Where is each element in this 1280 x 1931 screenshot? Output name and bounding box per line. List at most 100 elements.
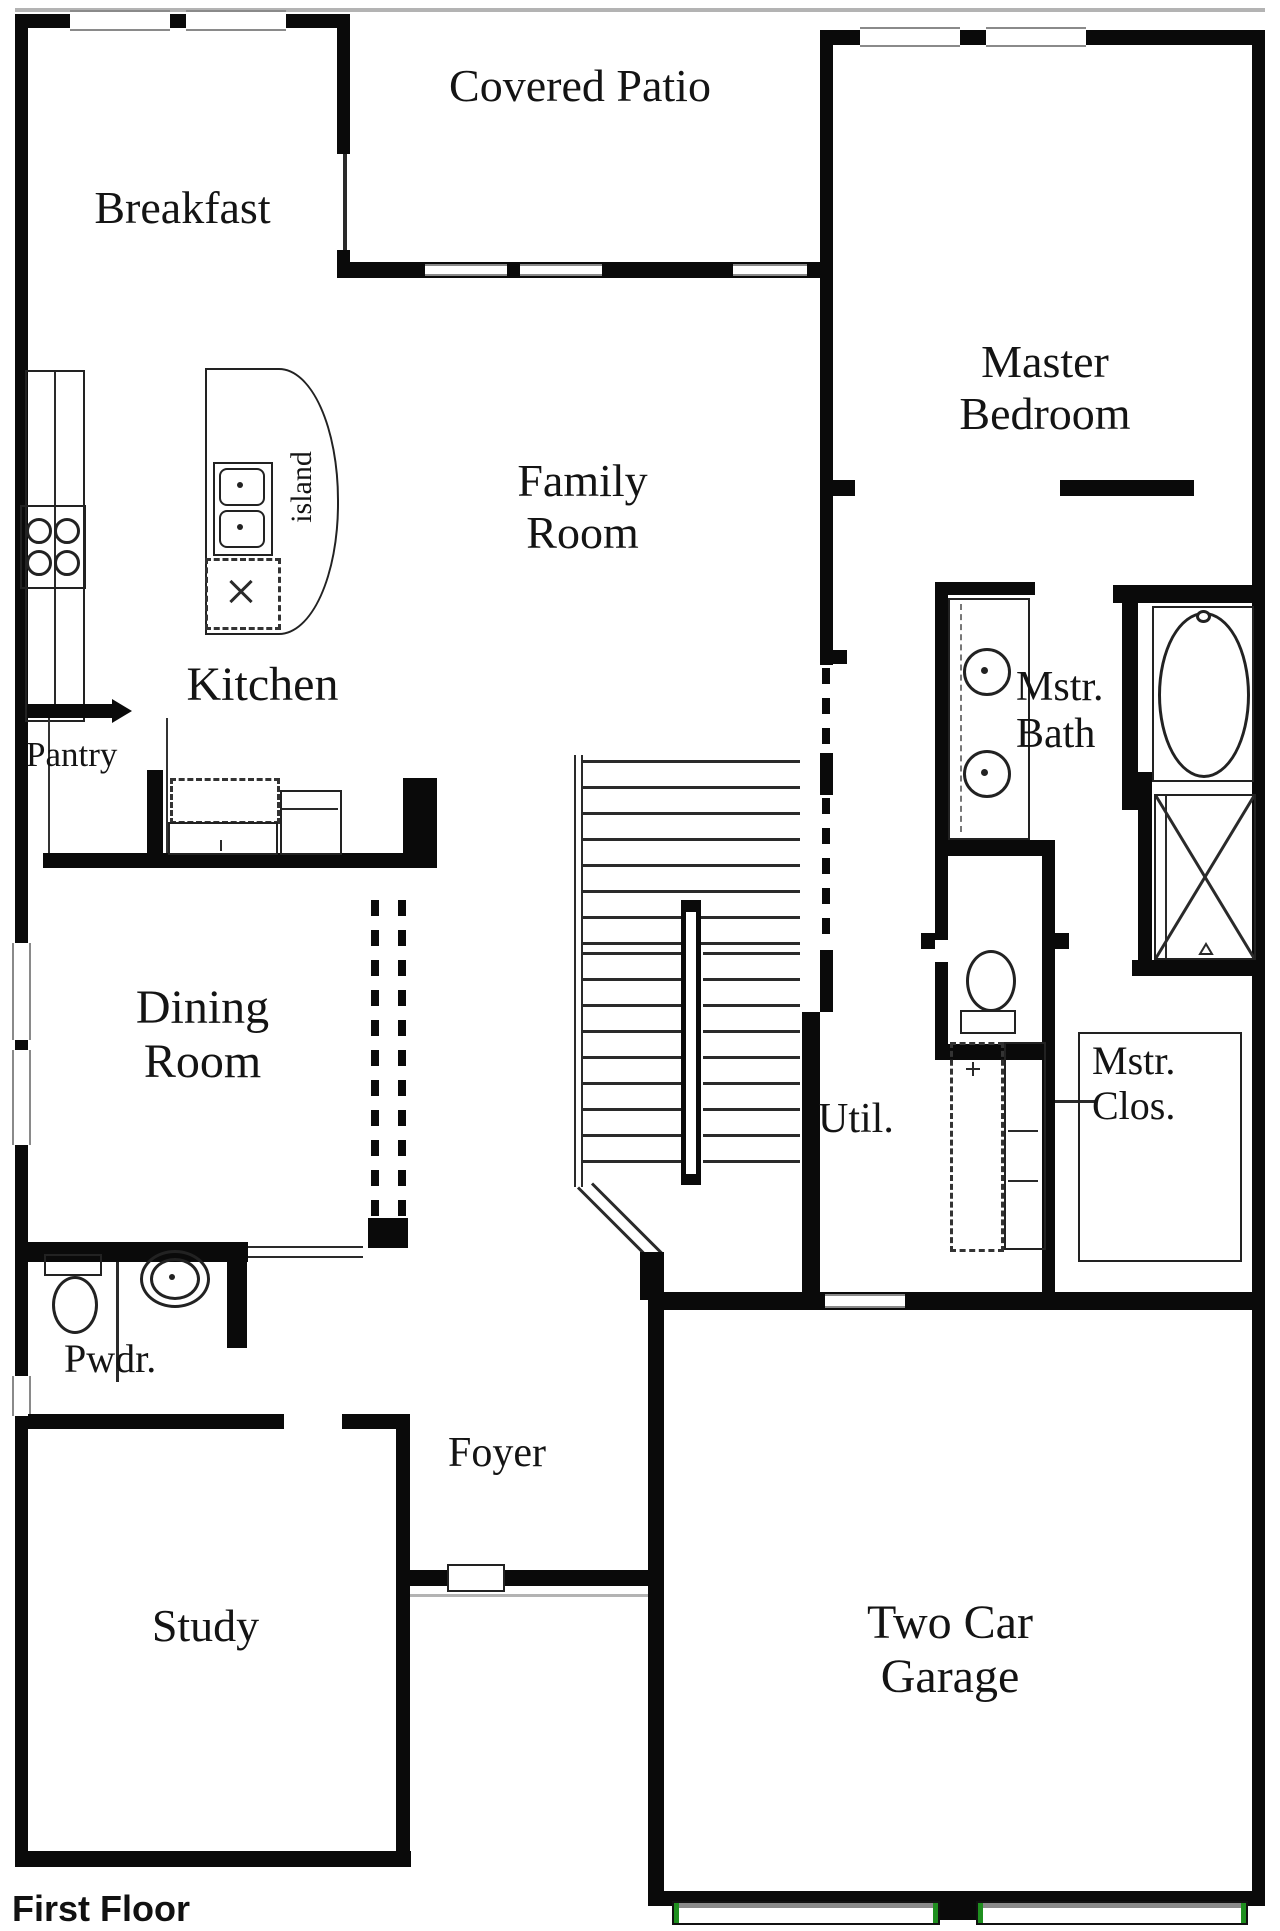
vanity-sink-2	[963, 750, 1011, 798]
kitchen-counter-2	[280, 790, 342, 855]
breakfast-window-1	[70, 10, 170, 31]
wc-left-wall-a	[935, 856, 948, 940]
master-closet-label: Mstr. Clos.	[1092, 1038, 1242, 1128]
patio-window-2	[520, 264, 602, 276]
garage-entry-door	[825, 1294, 905, 1308]
garage-door-2	[976, 1901, 1248, 1925]
dining-window-1	[12, 943, 31, 1040]
stairs-left-line-2	[581, 755, 583, 1187]
garage-label: Two Car Garage	[800, 1596, 1100, 1704]
wd-plus-v	[972, 1062, 974, 1076]
study-top-wall-a	[28, 1414, 284, 1429]
master-bedroom-label: Master Bedroom	[900, 336, 1190, 440]
foyer-label: Foyer	[448, 1430, 546, 1476]
garage-door-2-top-line	[978, 1903, 1246, 1908]
kitchen-corner-post	[403, 778, 437, 868]
kitchen-island	[205, 368, 339, 635]
family-wall-mid	[820, 753, 833, 795]
patio-window-3	[733, 264, 807, 276]
breakfast-window-2	[186, 10, 286, 31]
master-window-2	[986, 27, 1086, 47]
master-bottom-wall	[1060, 480, 1194, 496]
master-closet-line2: Clos.	[1092, 1083, 1176, 1129]
roof-line	[15, 8, 1265, 12]
wc-door-nub-left	[921, 933, 935, 949]
master-bath-line1: Mstr.	[1016, 664, 1104, 710]
buffet-upper-dashed	[170, 778, 280, 824]
master-window-1	[860, 27, 960, 47]
foyer-front-wall-a	[410, 1570, 447, 1586]
wc-left-wall-b	[935, 962, 948, 1060]
island-sink-bowl-1	[219, 468, 265, 506]
dining-column-dash-2	[398, 900, 406, 1218]
powder-sink-inner	[150, 1258, 200, 1300]
powder-label: Pwdr.	[64, 1336, 157, 1381]
wc-toilet-tank	[960, 1010, 1016, 1034]
front-door	[447, 1564, 505, 1592]
breakfast-label: Breakfast	[94, 182, 271, 233]
dining-window-2	[12, 1050, 31, 1145]
family-door-dashes-1	[822, 668, 830, 750]
dining-corner-post	[368, 1218, 408, 1248]
porch-step-line	[408, 1594, 650, 1597]
family-room-line1: Family	[517, 455, 648, 506]
family-door-dashes-2	[822, 798, 830, 946]
family-room-label: Family Room	[470, 455, 695, 559]
powder-sink-drain	[169, 1274, 175, 1280]
closet-shelving	[1078, 1032, 1242, 1262]
master-closet-line1: Mstr.	[1092, 1038, 1176, 1083]
garage-line1: Two Car	[867, 1596, 1033, 1649]
util-left-wall	[802, 1012, 820, 1292]
wc-bottom-wall	[935, 1044, 1055, 1060]
cooktop	[20, 505, 86, 589]
dining-opening-line-2	[248, 1256, 363, 1258]
dining-room-label: Dining Room	[95, 981, 310, 1089]
vanity-counter	[948, 598, 1030, 840]
buffet-tick	[220, 840, 222, 851]
powder-right-wall	[227, 1262, 247, 1348]
garage-door-2-cap-right	[1241, 1903, 1246, 1923]
island-sink-drain-2	[237, 524, 243, 530]
wc-door-nub-right	[1055, 933, 1069, 949]
bath-top-left-wall	[935, 582, 1035, 595]
foyer-front-wall-b	[505, 1570, 648, 1586]
breakfast-top-wall	[15, 14, 350, 28]
vanity-sink-2-drain	[981, 769, 988, 776]
family-room-line2: Room	[526, 506, 639, 558]
kitchen-label: Kitchen	[186, 658, 339, 711]
island-sink-bowl-2	[219, 510, 265, 548]
burner-2	[54, 518, 80, 544]
pantry-top-wall	[28, 704, 112, 718]
vanity-edge-line	[960, 604, 964, 832]
stairs-rail-core	[686, 912, 696, 1174]
kitchen-counter-2-line	[282, 808, 338, 810]
family-master-wall	[820, 45, 833, 665]
burner-1	[26, 518, 52, 544]
study-right-wall	[396, 1427, 410, 1857]
island-label: island	[285, 451, 319, 523]
powder-divider-wall	[116, 1262, 119, 1382]
wh-tick-1	[1008, 1130, 1038, 1132]
garage-door-1-cap-right	[933, 1903, 938, 1923]
stairs-left-line-1	[574, 755, 576, 1187]
utility-label: Util.	[818, 1096, 894, 1142]
water-heater	[1004, 1042, 1046, 1250]
island-dishwasher	[205, 558, 281, 630]
wc-toilet-bowl	[966, 950, 1016, 1012]
garage-door-1	[672, 1901, 940, 1925]
vanity-sink-1-drain	[981, 667, 988, 674]
powder-toilet-tank	[44, 1254, 102, 1276]
patio-door-line	[343, 154, 347, 254]
door-hinge-block	[833, 650, 847, 664]
study-label: Study	[151, 1600, 260, 1651]
stairs-diagonal-wall-2	[590, 1182, 664, 1256]
garage-left-wall	[648, 1292, 664, 1905]
bathtub	[1158, 612, 1250, 778]
shower-x-icon	[1156, 796, 1254, 958]
garage-line2: Garage	[880, 1650, 1020, 1704]
wc-top-wall	[935, 840, 1055, 856]
tub-deck	[1152, 606, 1254, 782]
stairs-lower-right-treads	[703, 952, 800, 1180]
garage-top-wall	[648, 1292, 1265, 1310]
